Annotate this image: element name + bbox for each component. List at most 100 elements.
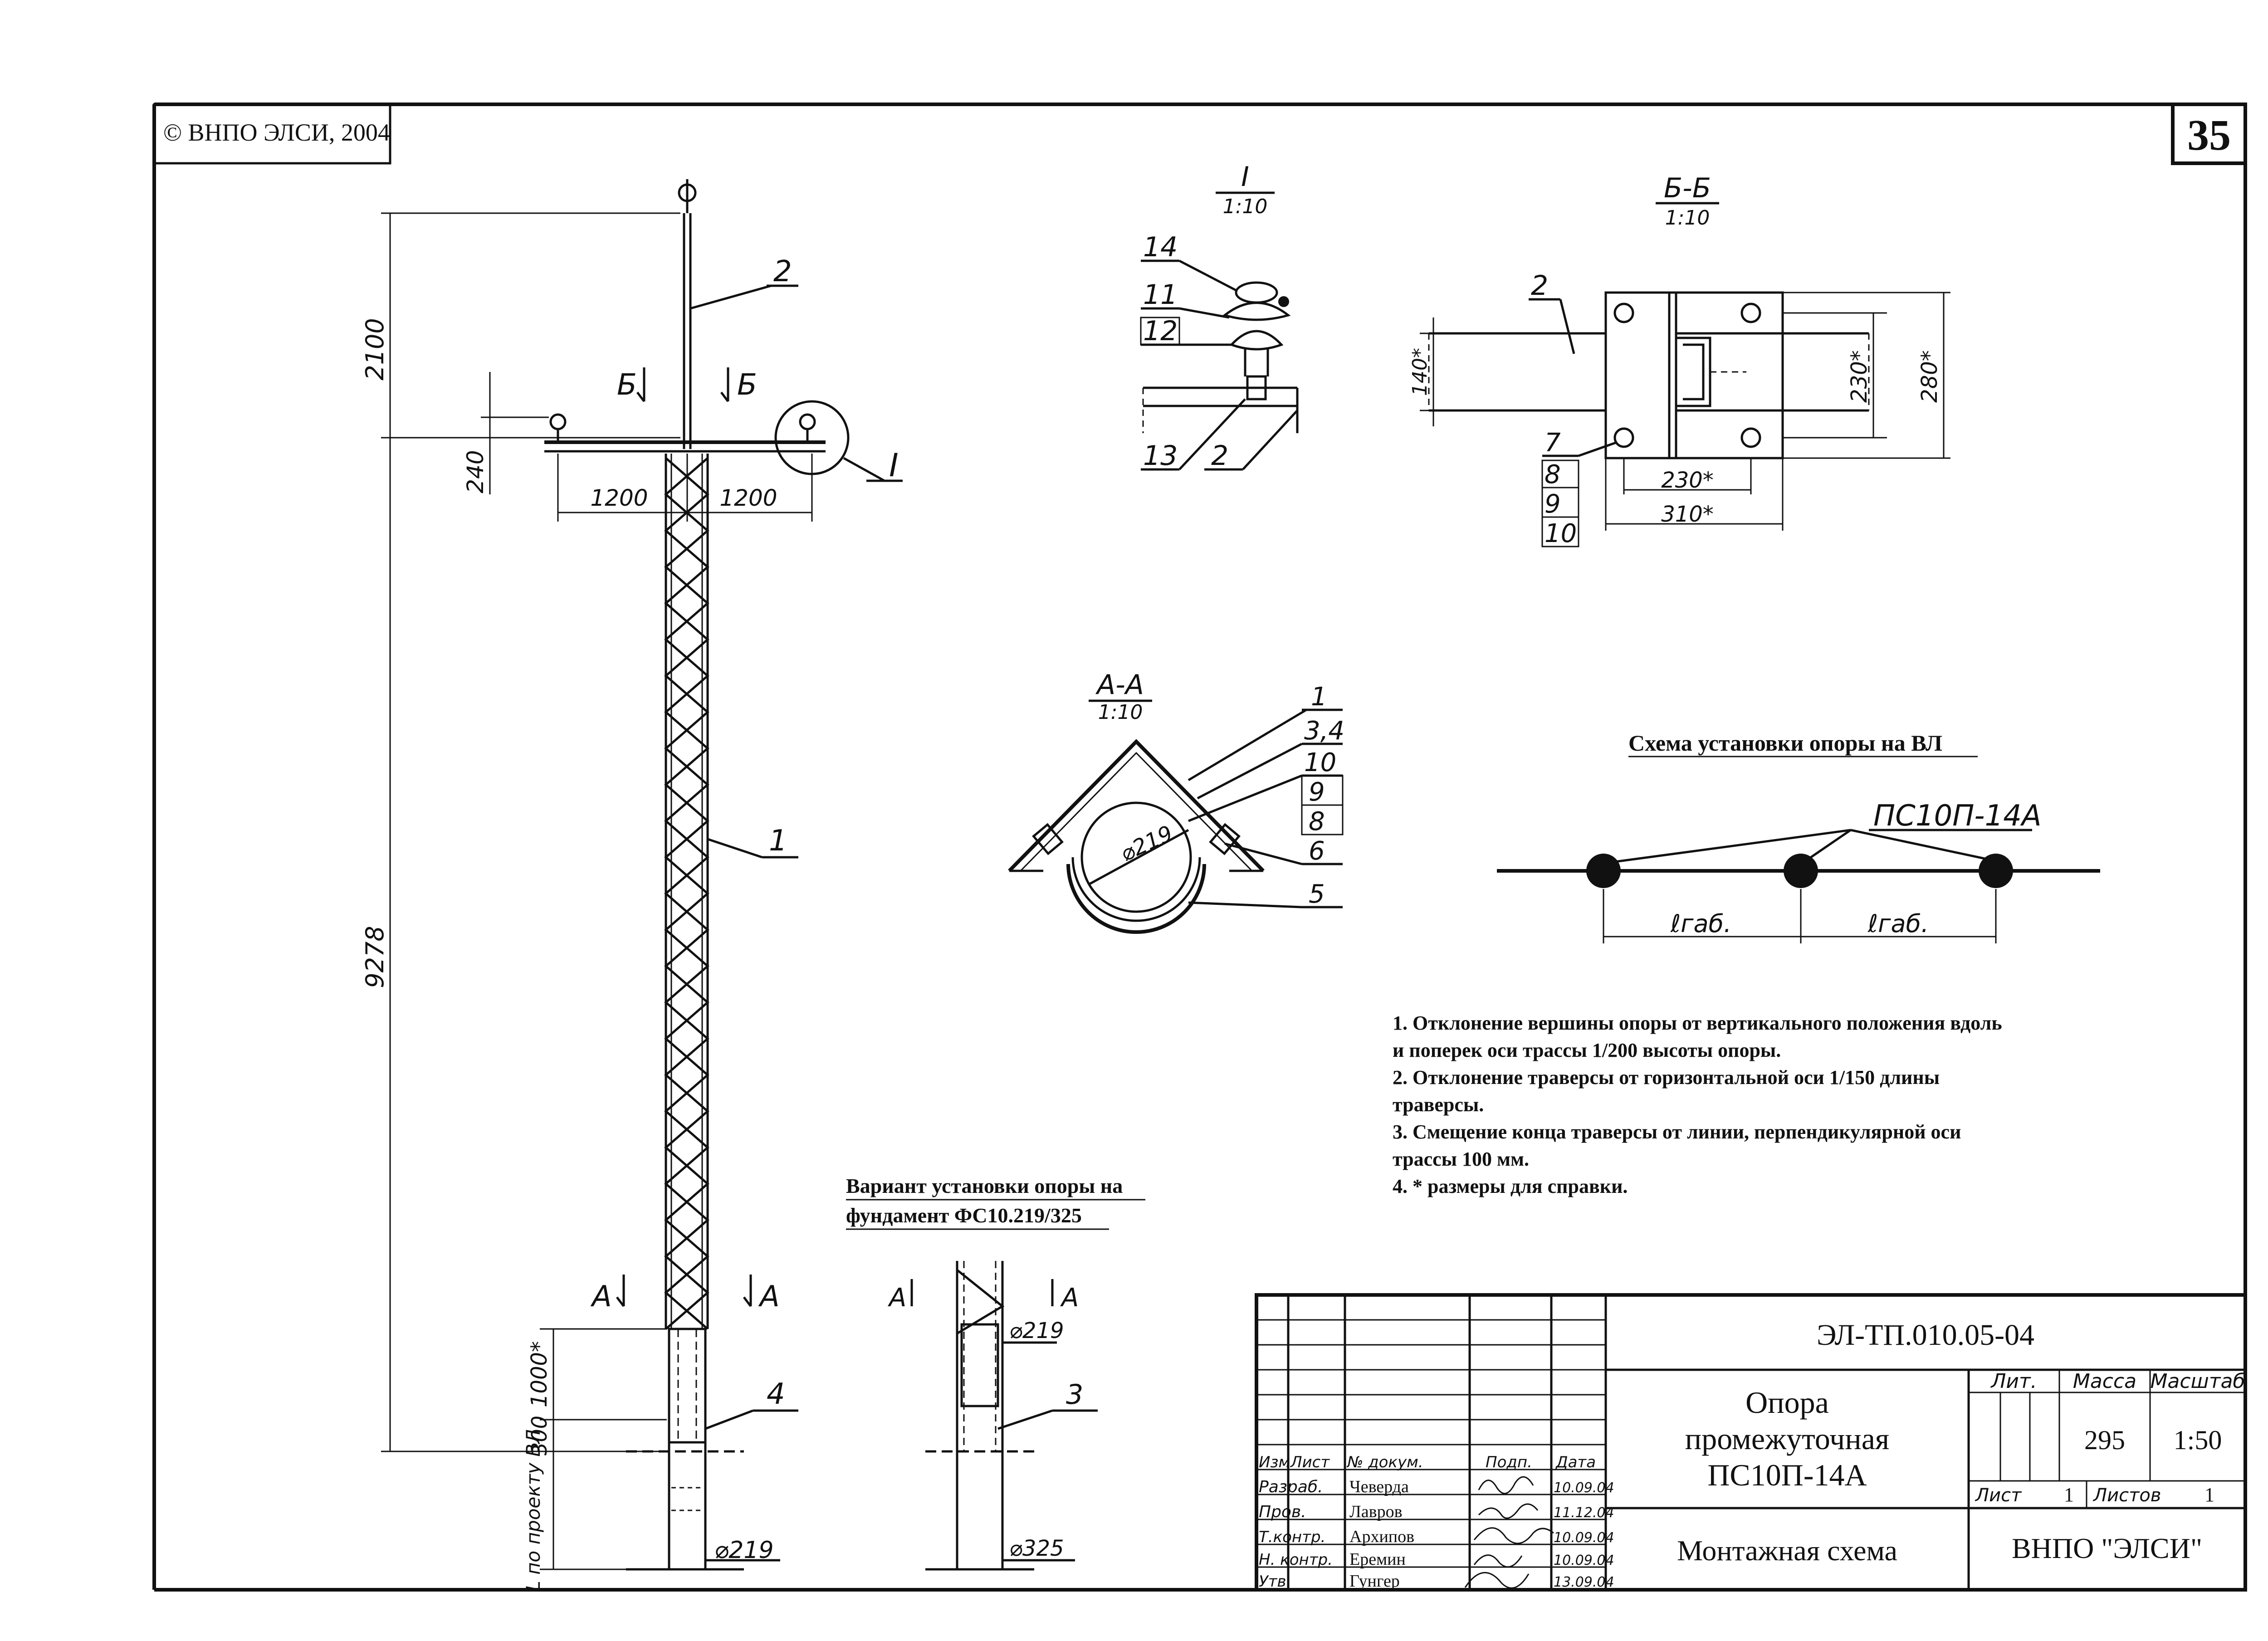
view-I: I 1:10 14 11 12 13 [1140, 161, 1299, 472]
view-AA: А-А 1:10 ⌀219 1 [1008, 669, 1344, 934]
note-line-6: трассы 100 мм. [1393, 1148, 1529, 1170]
foundation-variant: Вариант установки опоры на фундамент ФС1… [846, 1174, 1145, 1571]
hdr-izm: Изм [1259, 1453, 1290, 1471]
variant-diameter-bottom: ⌀325 [1009, 1536, 1064, 1561]
view-I-label-12: 12 [1143, 315, 1178, 347]
insulator-right [799, 413, 816, 430]
dimension-lines [381, 212, 813, 1570]
variant-title-2: фундамент ФС10.219/325 [846, 1204, 1082, 1227]
signatures [1464, 1476, 1554, 1589]
aa-diameter: ⌀219 [1116, 820, 1177, 867]
bb-label-7: 7 [1545, 428, 1561, 458]
view-AA-scale: 1:10 [1098, 701, 1143, 724]
variant-diameter-top: ⌀219 [1009, 1318, 1064, 1343]
aa-label-1: 1 [1311, 682, 1327, 712]
view-BB-scale: 1:10 [1665, 206, 1710, 230]
mass-value: 295 [2084, 1425, 2125, 1455]
aa-label-9: 9 [1309, 777, 1325, 807]
variant-label-3: 3 [1066, 1379, 1083, 1411]
dim-300: 300 [527, 1416, 552, 1455]
bb-dim-230-vertical: 230* [1847, 350, 1872, 403]
view-I-label-11: 11 [1143, 279, 1178, 311]
row-date-3: 10.09.04 [1554, 1530, 1614, 1546]
label-1: 1 [769, 824, 787, 858]
dim-1200-right: 1200 [719, 485, 777, 511]
row-role-3: Т.контр. [1259, 1528, 1325, 1546]
base-pipe [668, 1328, 707, 1444]
installation-scheme: Схема установки опоры на ВЛ ПС10П-14А ℓг… [1497, 730, 2100, 943]
dim-2100: 2100 [361, 318, 389, 380]
note-line-4: траверсы. [1393, 1094, 1484, 1116]
note-line-7: 4. * размеры для справки. [1393, 1175, 1628, 1197]
dim-240: 240 [462, 450, 489, 493]
subtitle: Монтажная схема [1677, 1534, 1897, 1567]
col-mass: Масса [2073, 1370, 2136, 1393]
title-line-2: промежуточная [1685, 1421, 1889, 1456]
dim-9278: 9278 [361, 926, 389, 988]
view-I-label-14: 14 [1143, 231, 1178, 263]
insulator-left [549, 413, 567, 430]
bb-dim-230-horizontal: 230* [1661, 468, 1714, 493]
variant-section-a-right: А [1060, 1283, 1079, 1313]
sheets-label: Листов [2092, 1485, 2161, 1506]
bb-label-2: 2 [1531, 270, 1548, 302]
bb-label-9: 9 [1545, 489, 1561, 519]
view-BB-title: Б-Б [1664, 172, 1711, 204]
scheme-support-label: ПС10П-14А [1873, 799, 2042, 833]
view-AA-title: А-А [1095, 669, 1144, 701]
aa-label-6: 6 [1309, 836, 1325, 866]
row-date-1: 10.09.04 [1554, 1480, 1614, 1496]
bb-plate [1604, 291, 1784, 459]
title-line-1: Опора [1745, 1385, 1829, 1420]
dim-L: L по проекту ВЛ [522, 1429, 544, 1591]
row-date-6: 13.09.04 [1554, 1574, 1614, 1590]
dim-1000: 1000* [527, 1341, 552, 1407]
doc-code: ЭЛ-ТП.010.05-04 [1817, 1319, 2034, 1352]
label-I: I [889, 447, 899, 484]
title-block: ЭЛ-ТП.010.05-04 Опора промежуточная ПС10… [1255, 1293, 2247, 1592]
sheet-value: 1 [2064, 1484, 2074, 1506]
insulator-top [1235, 281, 1278, 304]
note-line-5: 3. Смещение конца траверсы от линии, пер… [1393, 1121, 1961, 1143]
section-b-right: Б [737, 368, 757, 402]
section-a-left: А [590, 1280, 612, 1314]
row-name-6: Гунгер [1349, 1572, 1400, 1591]
section-a-right: А [758, 1280, 780, 1314]
row-role-6: Утв. [1259, 1573, 1291, 1591]
row-role-1: Разраб. [1259, 1478, 1323, 1496]
main-view: I ⌀219 2 1 4 Б [361, 179, 903, 1592]
hdr-doc: № докум. [1346, 1453, 1423, 1471]
sheets-value: 1 [2204, 1484, 2214, 1506]
hdr-list: Лист [1290, 1453, 1330, 1471]
support-marker-2 [1784, 854, 1818, 888]
note-line-2: и поперек оси трассы 1/200 высоты опоры. [1393, 1039, 1781, 1061]
lattice-braces [664, 457, 709, 1330]
col-lit: Лит. [1990, 1370, 2037, 1393]
label-2: 2 [773, 255, 792, 288]
row-date-2: 11.12.04 [1554, 1505, 1614, 1521]
note-line-3: 2. Отклонение траверсы от горизонтальной… [1393, 1066, 1940, 1089]
support-marker-3 [1979, 854, 2013, 888]
variant-title-1: Вариант установки опоры на [846, 1174, 1123, 1197]
row-name-5: Еремин [1349, 1550, 1406, 1569]
organization: ВНПО "ЭЛСИ" [2012, 1532, 2202, 1564]
scheme-span-1: ℓгаб. [1670, 909, 1731, 938]
support-marker-1 [1586, 854, 1621, 888]
view-BB: Б-Б 1:10 [1408, 172, 1950, 548]
base-diameter: ⌀219 [714, 1537, 774, 1564]
section-b-left: Б [617, 368, 637, 402]
sheet-number-box: 35 [2171, 103, 2247, 165]
bb-dim-280: 280* [1917, 350, 1942, 403]
sheet-number: 35 [2187, 111, 2231, 159]
view-I-label-2: 2 [1211, 440, 1228, 472]
aa-pipe [1080, 801, 1192, 913]
hdr-sign: Подп. [1486, 1453, 1532, 1471]
notes: 1. Отклонение вершины опоры от вертикаль… [1393, 1012, 2002, 1197]
view-I-label-13: 13 [1143, 440, 1178, 472]
aa-label-5: 5 [1309, 879, 1325, 909]
aa-label-10: 10 [1304, 748, 1336, 777]
note-line-1: 1. Отклонение вершины опоры от вертикаль… [1393, 1012, 2002, 1034]
scheme-title: Схема установки опоры на ВЛ [1628, 730, 1942, 756]
row-name-1: Чеверда [1349, 1477, 1409, 1496]
